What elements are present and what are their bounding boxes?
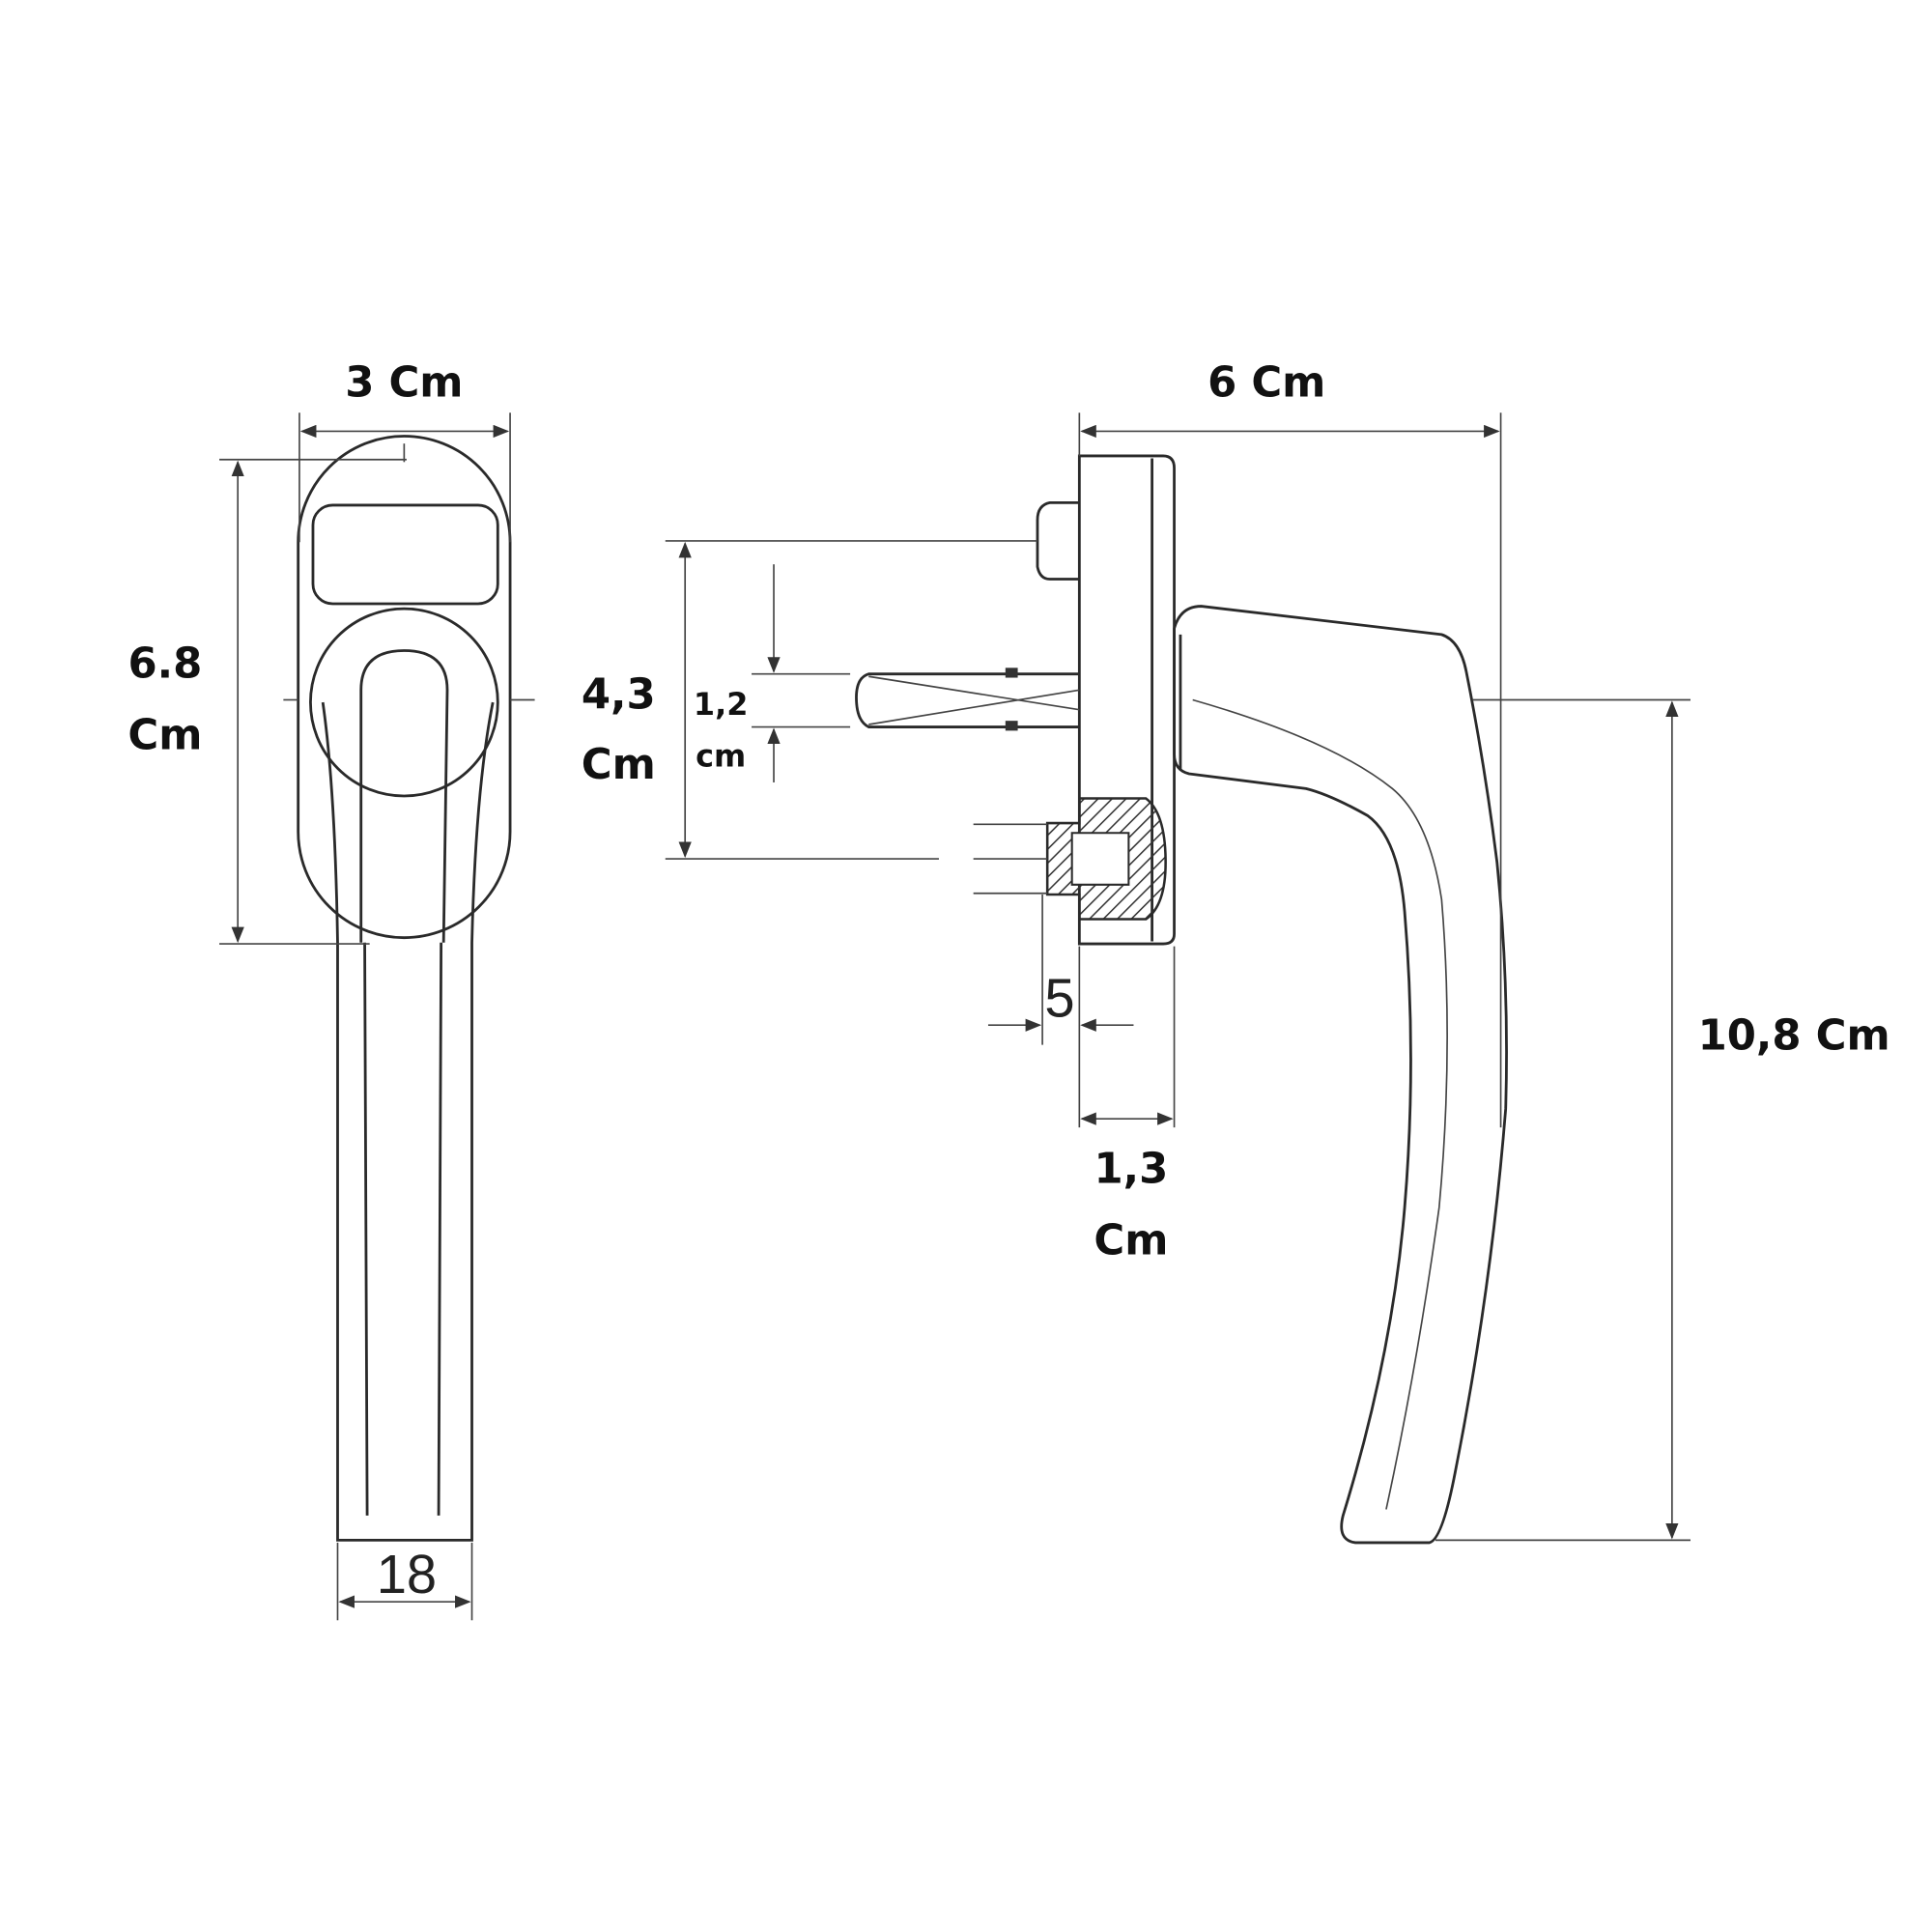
base-thickness-unit: Cm (1094, 1216, 1168, 1264)
side-view (855, 454, 1508, 1545)
front-width-label: 3 Cm (345, 359, 463, 408)
front-height-unit: Cm (128, 712, 202, 760)
front-height-value: 6.8 (128, 640, 203, 689)
front-width-dimension: 3 Cm (298, 359, 511, 543)
side-depth-dimension: 6 Cm (1078, 359, 1502, 1128)
base-thickness-dimension: 1,3 Cm (1078, 946, 1176, 1264)
side-depth-label: 6 Cm (1208, 359, 1325, 408)
front-height-dimension: 6.8 Cm (128, 458, 407, 945)
handle-length-dimension: 10,8 Cm (1435, 698, 1890, 1542)
grip-width-label: 18 (377, 1544, 437, 1605)
spindle-offset-value: 4,3 (582, 670, 656, 719)
screw-dim-label: 5 (1044, 967, 1074, 1028)
spindle-offset-dimension: 4,3 Cm (582, 540, 1037, 860)
spindle-size-unit: cm (696, 737, 746, 774)
grip-width-dimension: 18 (336, 1542, 473, 1621)
base-thickness-value: 1,3 (1094, 1145, 1169, 1193)
front-view (283, 435, 535, 1542)
handle-length-label: 10,8 Cm (1698, 1012, 1890, 1061)
spindle-size-value: 1,2 (694, 686, 748, 723)
spindle-size-dimension: 1,2 cm (694, 564, 851, 782)
screw-dimension: 5 (987, 895, 1134, 1045)
spindle-offset-unit: Cm (582, 741, 656, 789)
